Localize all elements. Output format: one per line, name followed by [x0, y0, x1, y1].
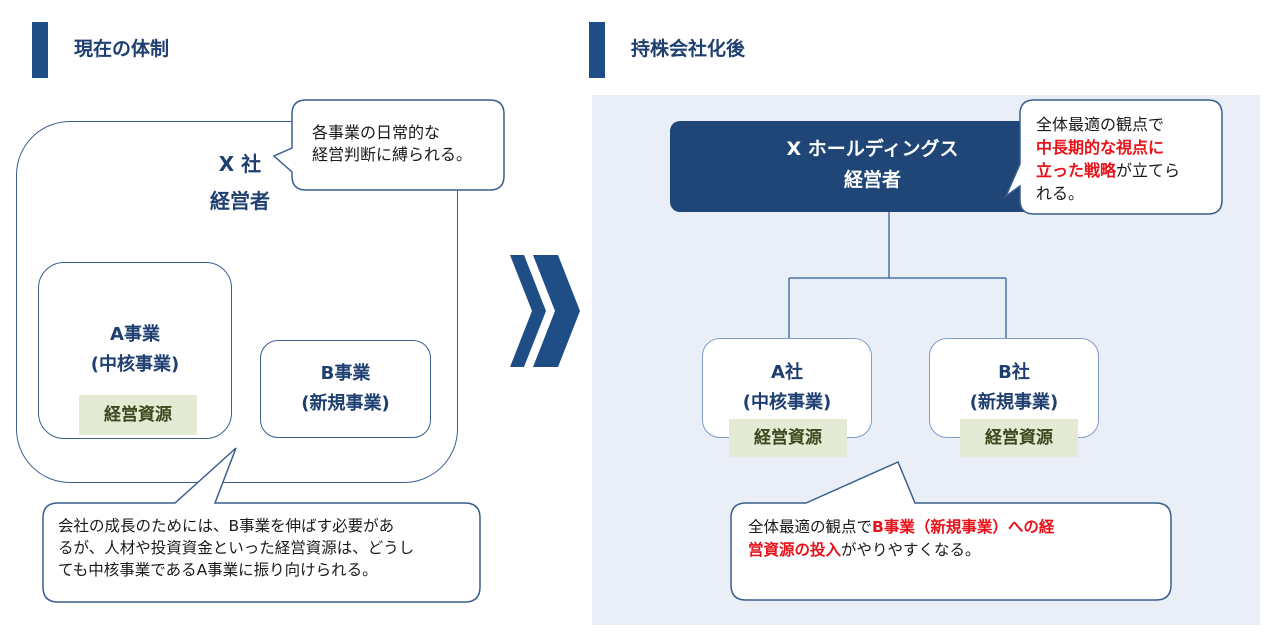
company-b-name: B社	[998, 362, 1030, 383]
company-a-label: A社 (中核事業)	[702, 358, 872, 418]
holdings-management: 経営者	[843, 169, 901, 191]
section-marker	[589, 22, 605, 78]
left-bottom-bubble-text: 会社の成長のためには、B事業を伸ばす必要があ るが、人材や投資資金といった経営資…	[58, 517, 415, 579]
section-title-after: 持株会社化後	[631, 38, 746, 60]
business-b-label: B事業 (新規事業)	[260, 359, 431, 419]
holdings-label: X ホールディングス 経営者	[670, 134, 1075, 196]
company-a-resource: 経営資源	[729, 419, 847, 457]
business-a-label: A事業 (中核事業)	[38, 320, 232, 380]
business-a-type: (中核事業)	[90, 354, 180, 375]
business-b-name: B事業	[320, 363, 371, 384]
left-bottom-bubble	[42, 447, 481, 603]
section-marker	[32, 22, 48, 78]
business-a-name: A事業	[110, 324, 160, 345]
company-x-management: 経営者	[210, 189, 270, 213]
company-b-type: (新規事業)	[969, 392, 1059, 413]
company-b-label: B社 (新規事業)	[929, 358, 1099, 418]
right-bottom-bubble-text: 全体最適の観点でB事業（新規事業）への経 営資源の投入がやりやすくなる。	[748, 518, 1055, 559]
right-top-bubble-text: 全体最適の観点で 中長期的な視点に 立った戦略が立てら れる。	[1036, 115, 1181, 203]
holdings-box	[670, 121, 1075, 212]
right-top-bubble	[1004, 99, 1223, 215]
company-b-resource: 経営資源	[960, 419, 1078, 457]
left-top-bubble	[272, 99, 505, 191]
section-title-current: 現在の体制	[74, 38, 170, 60]
business-b-box	[260, 340, 431, 438]
right-bottom-bubble	[730, 461, 1172, 601]
left-top-bubble-text: 各事業の日常的な 経営判断に縛られる。	[312, 123, 473, 164]
company-a-type: (中核事業)	[742, 392, 832, 413]
business-b-type: (新規事業)	[301, 393, 390, 414]
holdings-title: X ホールディングス	[786, 138, 959, 160]
company-a-name: A社	[771, 362, 803, 383]
company-x-title: X 社	[218, 152, 262, 176]
business-a-resource: 経営資源	[79, 395, 197, 435]
